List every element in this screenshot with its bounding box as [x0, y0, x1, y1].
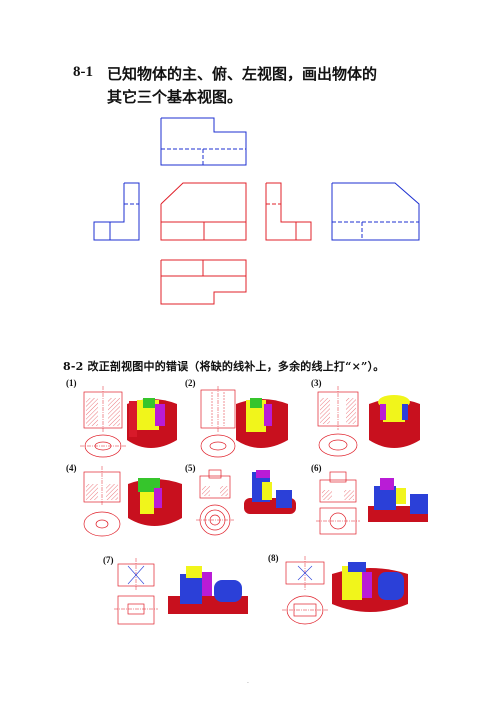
- panel-label-2: (2): [185, 378, 196, 388]
- panel-label-4: (4): [66, 463, 77, 473]
- panel-label-1: (1): [66, 378, 77, 388]
- exercise-8-2-title: 8-2 改正剖视图中的错误（将缺的线补上，多余的线上打“×”）。: [63, 360, 385, 373]
- exercise-panel-3: [317, 386, 420, 457]
- exercise-panel-8: [282, 556, 408, 625]
- panel-label-3: (3): [311, 378, 322, 388]
- panel-label-6: (6): [311, 463, 322, 473]
- exercise-number-8-1: 8-1: [73, 64, 93, 80]
- exercise-panel-1: [80, 386, 177, 458]
- exercise-panel-7: [114, 558, 248, 625]
- panel-label-5: (5): [185, 463, 196, 473]
- panel-label-8: (8): [268, 553, 279, 563]
- exercise-panel-2: [200, 386, 288, 458]
- footer-mark: .: [247, 678, 249, 685]
- bottom-view: [160, 259, 247, 305]
- exercise-panel-5: [196, 469, 296, 536]
- exercise-panel-6: [316, 471, 428, 535]
- exercise-8-1-instruction-line2: 其它三个基本视图。: [107, 88, 243, 106]
- exercise-8-1-instruction-line1: 已知物体的主、俯、左视图，画出物体的: [107, 65, 378, 83]
- left-side-view: [93, 182, 140, 241]
- rear-view: [331, 182, 420, 241]
- front-view: [160, 182, 247, 241]
- panel-label-7: (7): [103, 555, 114, 565]
- right-side-view: [265, 182, 312, 241]
- top-view: [160, 117, 247, 166]
- exercise-panel-4: [83, 466, 182, 537]
